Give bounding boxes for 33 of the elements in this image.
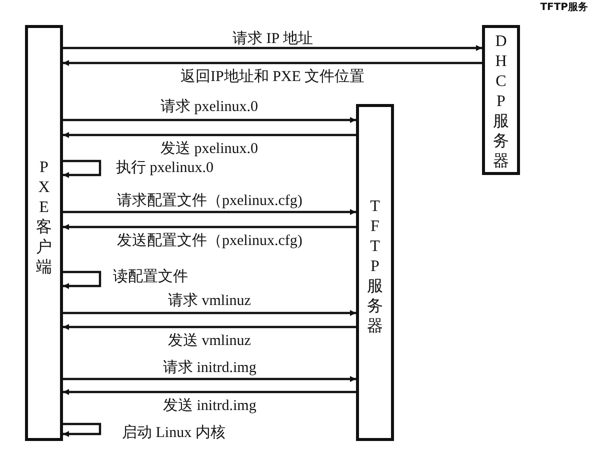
self-arrow	[62, 270, 102, 289]
self-arrow	[62, 422, 102, 437]
edge-label: 发送 vmlinuz	[168, 333, 251, 349]
arrow	[63, 60, 482, 66]
participant-box	[482, 25, 520, 175]
edge-label: 请求 initrd.img	[163, 360, 256, 376]
edge-label: 请求 IP 地址	[232, 31, 313, 47]
edge-label: 读配置文件	[113, 269, 188, 285]
arrow	[63, 117, 356, 123]
arrow	[63, 132, 356, 138]
participant-box	[25, 25, 63, 441]
participant-name: TFTP 服务器	[366, 197, 384, 337]
edge-label: 返回IP地址和 PXE 文件位置	[180, 69, 365, 85]
arrow	[63, 45, 482, 51]
edge-label: 执行 pxelinux.0	[116, 160, 214, 176]
arrow	[63, 224, 356, 230]
edge-label: 请求 vmlinuz	[168, 293, 251, 309]
edge-label: 发送 pxelinux.0	[160, 141, 258, 157]
arrow	[63, 310, 356, 316]
edge-label: 发送 initrd.img	[163, 398, 256, 414]
participant-box	[356, 104, 394, 441]
edge-label: 发送配置文件（pxelinux.cfg)	[117, 233, 302, 249]
arrow	[63, 209, 356, 215]
participant-name: PXE 客户端	[36, 158, 52, 278]
edge-label: 请求 pxelinux.0	[160, 99, 258, 115]
header-text: TFTP服务	[540, 0, 588, 15]
participant-name: DHCP服务器	[492, 32, 510, 172]
self-arrow	[62, 160, 102, 178]
arrow	[63, 389, 356, 395]
edge-label: 请求配置文件（pxelinux.cfg)	[117, 193, 302, 209]
arrow	[63, 324, 356, 330]
edge-label: 启动 Linux 内核	[122, 425, 226, 441]
arrow	[63, 376, 356, 382]
